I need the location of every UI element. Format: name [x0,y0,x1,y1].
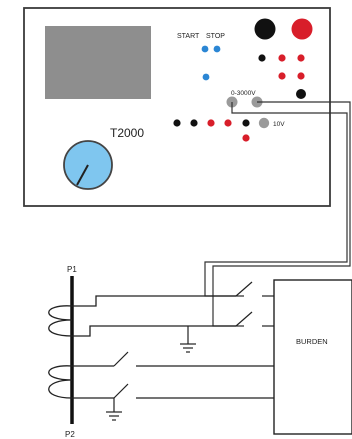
hv-output-label: 0-3000V [231,90,256,97]
bus-bar: P1 P2 [65,265,77,439]
switch-lower-1 [113,351,129,367]
p1-label: P1 [67,265,77,274]
switch-upper-2 [235,311,253,327]
model-label: T2000 [110,126,144,140]
terminal-red-lower-3[interactable] [207,119,215,127]
terminal-red-r1c3[interactable] [297,54,305,62]
burden-label: BURDEN [296,337,328,346]
test-set: START STOP 0-3000V 10V T2000 [23,7,331,207]
terminal-black-lower-1[interactable] [173,119,181,127]
ct-secondary-coil-lower [48,365,114,399]
terminal-black-lower-5[interactable] [242,119,250,127]
start-label: START [177,33,200,40]
burden: BURDEN [273,279,352,435]
terminal-black-r3c1[interactable] [296,89,306,99]
large-red-terminal[interactable] [291,18,313,40]
blue-indicator-button[interactable] [202,73,210,81]
large-black-terminal[interactable] [254,18,276,40]
terminal-red-r2c2[interactable] [297,72,305,80]
ground-symbol-lower [106,398,122,421]
low-output-label: 10V [273,121,285,128]
stop-button[interactable] [213,45,221,53]
ground-symbol-upper [180,326,196,353]
terminal-red-r2c1[interactable] [278,72,286,80]
start-button[interactable] [201,45,209,53]
stop-label: STOP [206,33,225,40]
switch-upper-1 [235,281,253,297]
terminal-red-lower-4[interactable] [224,119,232,127]
terminal-grey-10v[interactable] [258,117,270,129]
switch-lower-2 [113,383,129,399]
terminal-black-r1c1[interactable] [258,54,266,62]
terminal-black-lower-2[interactable] [190,119,198,127]
display-screen [45,26,151,99]
p2-label: P2 [65,430,75,439]
terminal-red-r1c2[interactable] [278,54,286,62]
burden-box [273,279,352,435]
switches [113,281,274,399]
ct-secondary-coil-upper [48,295,236,337]
voltage-control-dial[interactable] [63,140,113,190]
terminal-red-lower-6[interactable] [242,134,250,142]
